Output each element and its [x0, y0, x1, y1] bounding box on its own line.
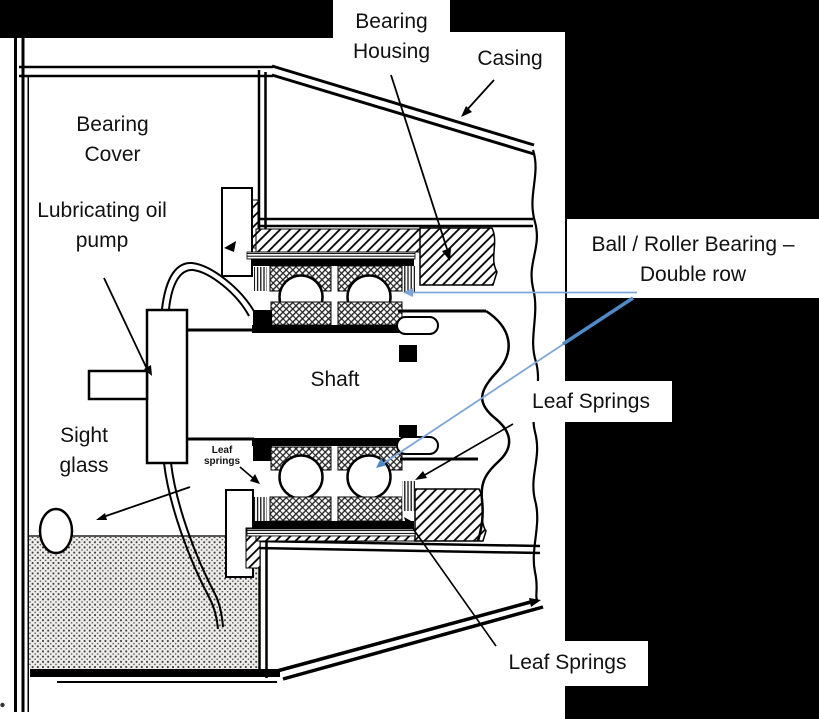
label-sight-glass: Sight glass: [59, 424, 109, 477]
bearing-bar: [252, 438, 412, 446]
label-lubricating-oil-pump: Lubricating oil pump: [37, 199, 167, 252]
arrowhead-leaf-springs-inline: [250, 474, 260, 484]
shaft-slot: [396, 316, 439, 335]
housing-lower-line: [255, 539, 541, 548]
top-bearing: [246, 251, 416, 333]
label-bearing-cover: Bearing Cover: [76, 113, 149, 166]
pump-suction-tube: [170, 462, 224, 628]
liner-strip: [246, 528, 416, 537]
label-casing: Casing: [477, 47, 543, 70]
casing-bottom-diagonal: [276, 598, 539, 673]
label-box-ball-roller: [567, 219, 819, 298]
casing-bottom-diagonal: [282, 605, 544, 681]
label-leaf-springs-inline: Leaf springs: [203, 445, 241, 467]
shaft-break-edge: [476, 309, 511, 542]
label-shaft: Shaft: [310, 368, 360, 391]
leaf-spring-comb: [402, 481, 415, 511]
arrowhead-cover-plate: [224, 241, 236, 252]
arrowhead-bearing-upper: [403, 288, 413, 297]
scan-speck: [0, 702, 5, 708]
right-black-panel: [565, 0, 819, 719]
inner-race: [270, 301, 332, 326]
sight-glass-ellipse: [38, 507, 74, 555]
seal-comb: [402, 266, 415, 292]
blue-leaders: [376, 288, 637, 468]
pump-suction-tube: [163, 462, 219, 630]
leader-leaf-springs-bottom: [408, 522, 497, 647]
cover-plate: [221, 187, 253, 277]
bearing-bar: [253, 310, 272, 325]
shaft-section: [187, 309, 511, 542]
label-box-leaf-springs-bottom: [487, 641, 648, 686]
pump-discharge-tube: [168, 268, 250, 317]
casing-slope-line: [271, 64, 535, 147]
housing-hatch-block-top: [419, 227, 498, 286]
pump-discharge-tube: [161, 261, 256, 314]
arrowhead-bearing-lower: [376, 458, 386, 468]
bearing-ball: [278, 454, 324, 500]
oil-stipple: [28, 537, 258, 669]
label-ball-roller-bearing: Ball / Roller Bearing – Double row: [591, 233, 795, 286]
liner-strip: [246, 251, 416, 260]
leader-leaf-springs-right: [422, 423, 514, 477]
label-leaf-springs-bottom: Leaf Springs: [508, 651, 627, 674]
pump-shaft-stub: [87, 369, 149, 401]
shaft-slot: [396, 436, 439, 455]
bearing-bar: [252, 325, 412, 333]
seal-comb: [254, 497, 267, 521]
leader-bearing-lower-bold: [562, 296, 634, 346]
seal-comb: [254, 267, 267, 291]
bearing-bar: [252, 521, 414, 529]
arrowhead-leaf-springs-right: [415, 471, 427, 480]
outer-race: [337, 496, 403, 522]
pump-body: [145, 308, 189, 465]
black-leaders: [96, 74, 541, 647]
housing-hatch-block-bottom: [414, 488, 487, 542]
bottom-bearing: [246, 438, 416, 537]
arrowhead-casing: [461, 106, 472, 117]
housing-hatch-strip-top: [255, 228, 421, 253]
label-box-leaf-springs-right: [510, 381, 672, 422]
shaft-step: [399, 425, 417, 437]
left-wall-line: [21, 38, 25, 712]
oil-pump: [87, 261, 256, 630]
leader-casing: [464, 79, 495, 113]
arrowhead-casing-bottom: [529, 598, 541, 607]
leader-bearing-housing: [390, 74, 449, 253]
shaft-step: [399, 345, 417, 362]
leader-oil-pump: [103, 277, 148, 370]
top-black-band-right: [448, 0, 567, 32]
label-boxes: [333, 0, 819, 686]
label-leaf-springs-right: Leaf Springs: [532, 390, 650, 413]
sump-bottom-line: [30, 669, 280, 677]
arrowhead-oil-pump: [144, 365, 152, 376]
left-wall-line: [14, 38, 17, 712]
bearing-bar: [253, 446, 272, 461]
arrowhead-leaf-springs-bottom: [404, 517, 413, 528]
bearing-bar: [252, 259, 414, 266]
top-black-band: [0, 0, 333, 38]
leader-sight-glass: [102, 486, 191, 518]
arrowhead-sight-glass: [96, 513, 107, 520]
leader-leaf-springs-inline: [239, 466, 255, 480]
arrowhead-bearing-housing: [442, 248, 451, 261]
label-bearing-housing: Bearing Housing: [352, 10, 431, 63]
left-wall-line: [27, 75, 29, 712]
outer-race: [269, 496, 332, 522]
label-box-bearing-housing: [333, 0, 450, 75]
inner-race: [337, 301, 403, 326]
housing-lower-line: [255, 546, 541, 555]
